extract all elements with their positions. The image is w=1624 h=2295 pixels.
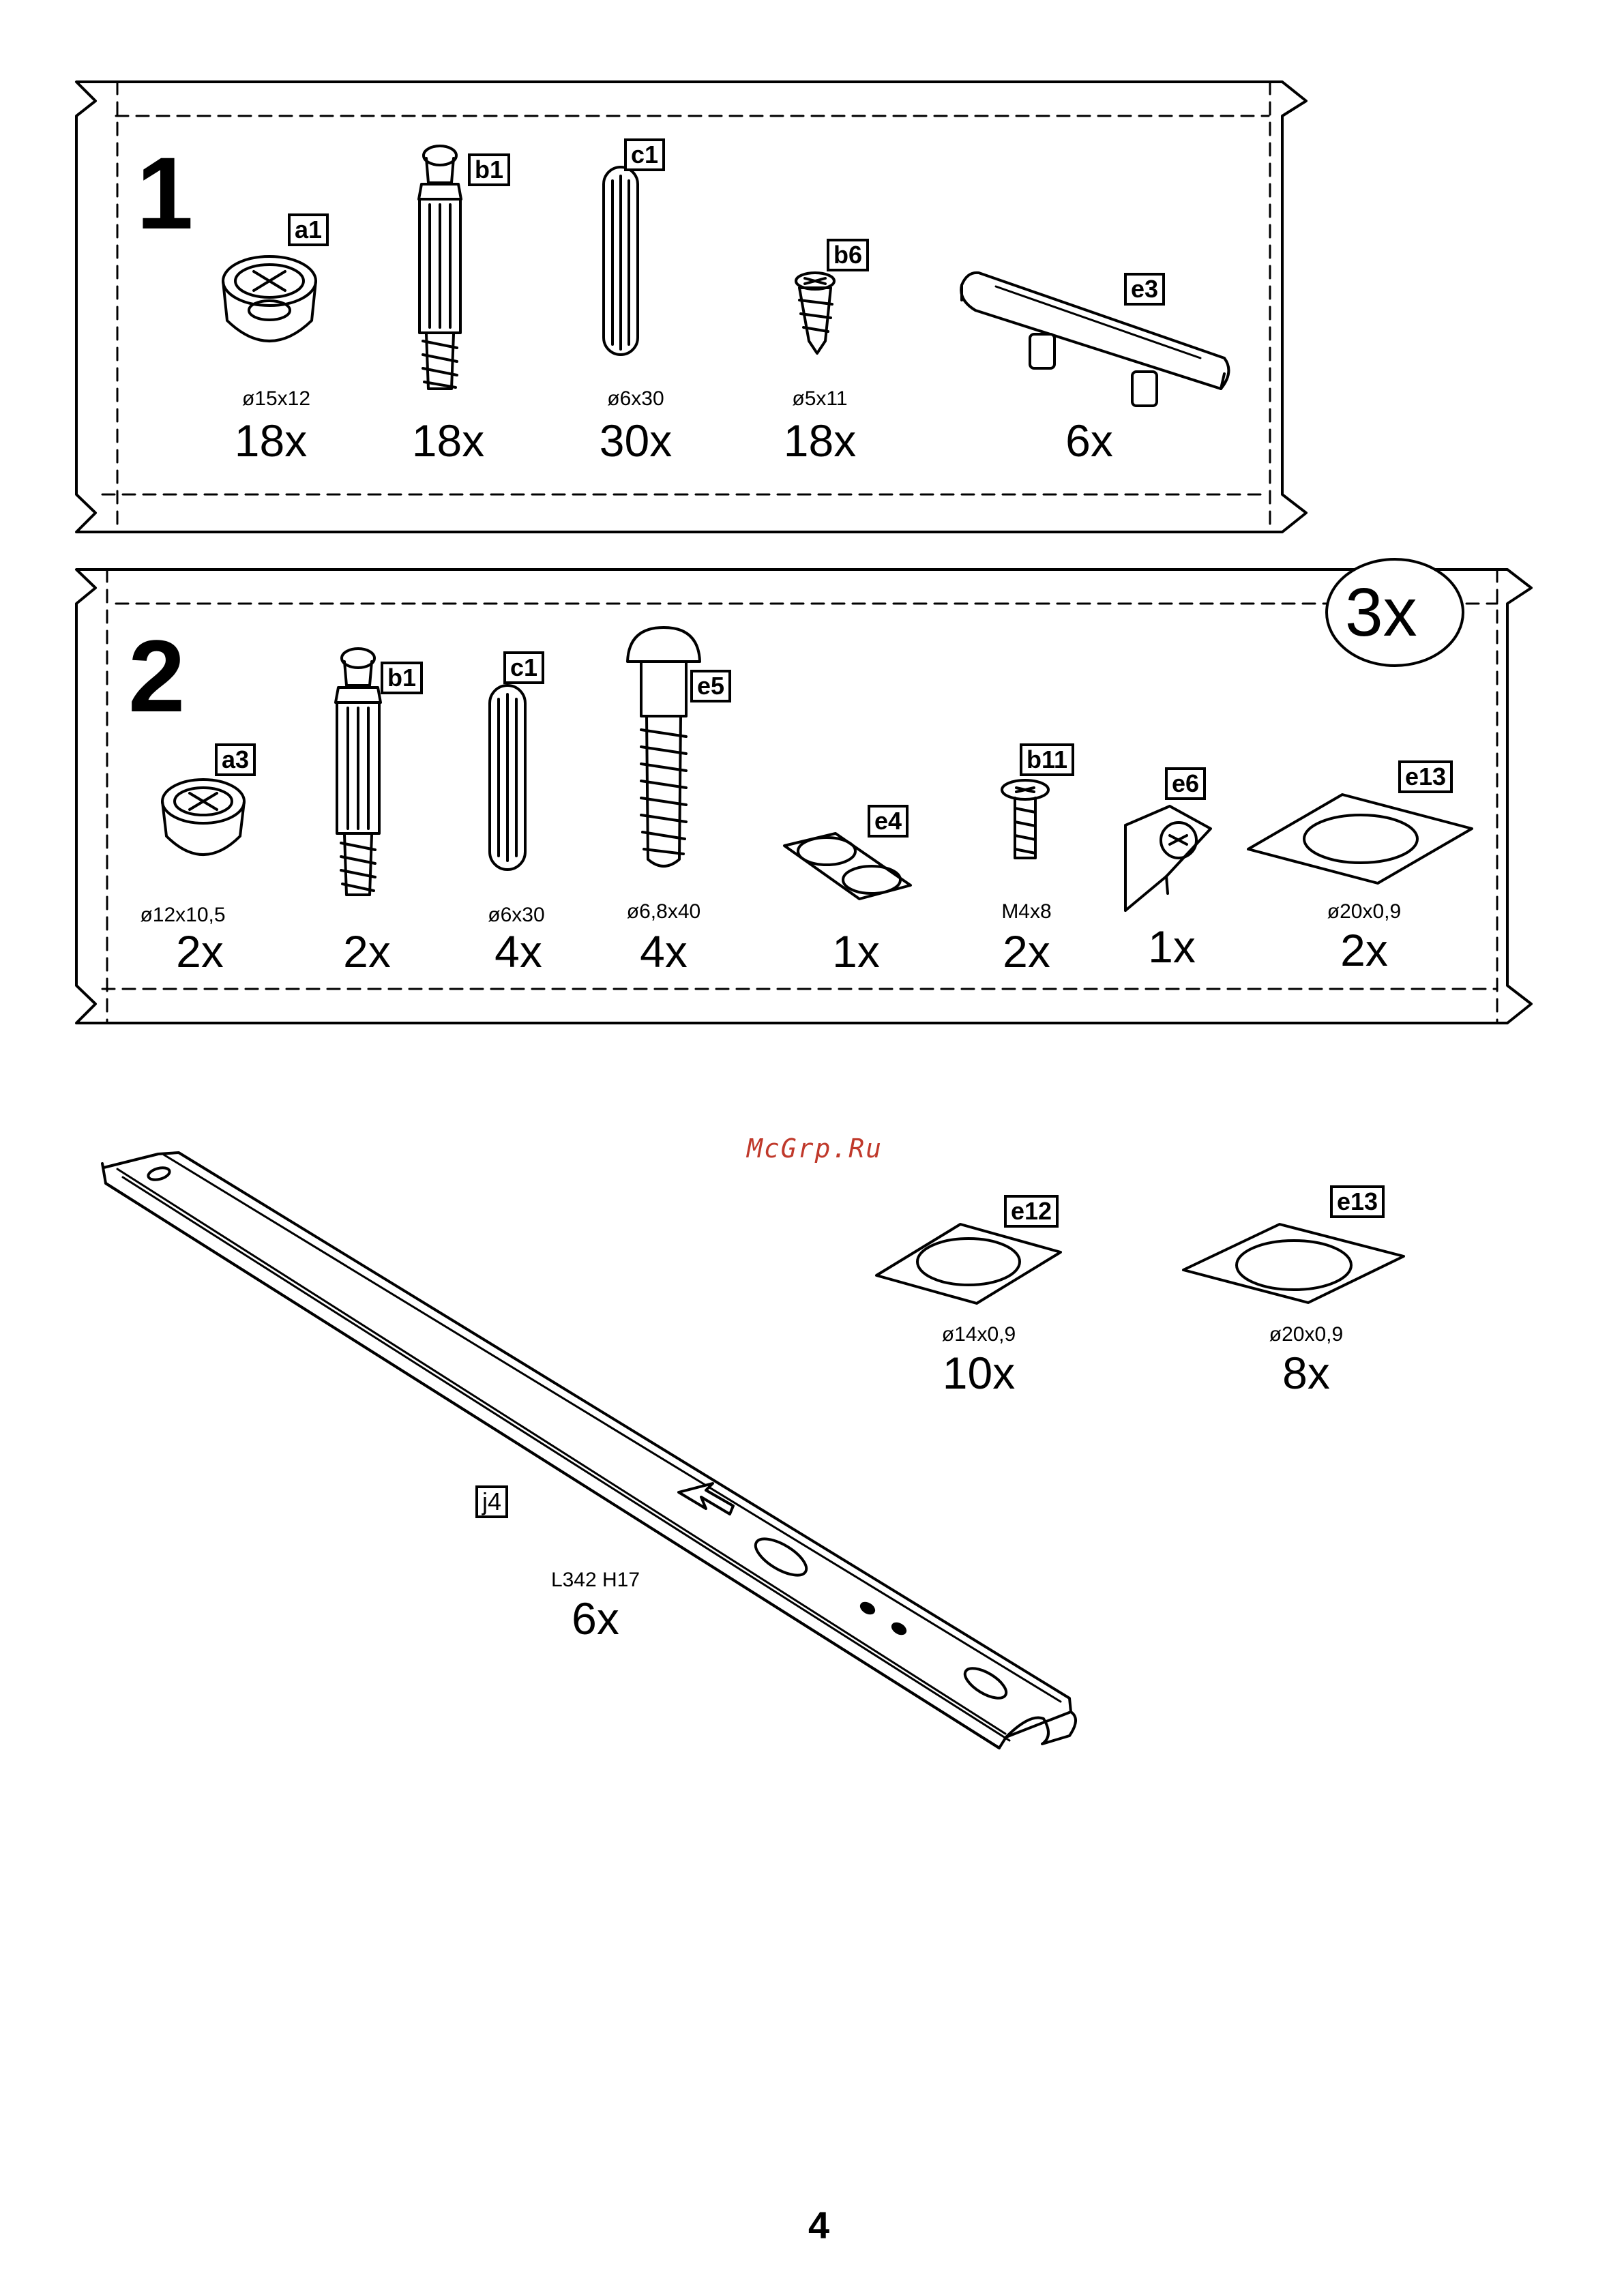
part-quantity: 18x [366, 415, 530, 467]
part-quantity: 4x [582, 926, 745, 977]
part-spec: M4x8 [945, 900, 1108, 923]
corner-bracket-icon [1125, 806, 1211, 910]
part-tag-c1: c1 [503, 651, 544, 684]
part-tag-e5: e5 [690, 670, 731, 702]
part-quantity: 2x [285, 926, 449, 977]
bumper-pads-icon [784, 833, 911, 899]
part-tag-e13: e13 [1330, 1185, 1385, 1218]
part-spec: ø6,8x40 [582, 900, 745, 923]
part-quantity: 2x [118, 926, 282, 977]
step-number: 2 [128, 625, 185, 727]
felt-pad-icon [1248, 795, 1472, 883]
part-quantity: 2x [945, 926, 1108, 977]
part-tag-b1: b1 [468, 153, 510, 186]
part-spec: ø5x11 [738, 387, 902, 411]
cam-bolt-icon [336, 649, 381, 895]
part-quantity: 30x [554, 415, 718, 467]
part-tag-c1: c1 [624, 138, 665, 171]
cam-lock-icon [223, 256, 316, 341]
part-tag-e6: e6 [1165, 767, 1206, 800]
part-tag-b1: b1 [381, 662, 423, 694]
watermark: McGrp.Ru [747, 1134, 883, 1164]
handle-icon [961, 273, 1228, 406]
part-quantity: 1x [774, 926, 938, 977]
part-quantity: 18x [189, 415, 353, 467]
part-spec: ø20x0,9 [1282, 900, 1446, 923]
part-spec: L342 H17 [514, 1569, 677, 1592]
felt-pad-icon [1183, 1224, 1404, 1303]
screw-icon [796, 273, 834, 353]
part-spec: ø6x30 [434, 904, 598, 927]
wooden-dowel-icon [604, 167, 638, 355]
part-quantity: 6x [1007, 415, 1171, 467]
part-tag-j4: j4 [475, 1485, 508, 1518]
machine-screw-icon [1002, 780, 1048, 858]
part-spec: ø14x0,9 [897, 1323, 1061, 1346]
cam-bolt-icon [419, 146, 461, 389]
part-quantity: 10x [897, 1347, 1061, 1399]
part-tag-b11: b11 [1020, 743, 1074, 776]
part-quantity: 4x [437, 926, 600, 977]
part-quantity: 6x [514, 1593, 677, 1644]
part-quantity: 2x [1282, 924, 1446, 976]
step-number: 1 [136, 142, 193, 244]
part-spec: ø6x30 [554, 387, 718, 411]
part-tag-e13: e13 [1398, 760, 1453, 793]
cam-lock-icon [162, 780, 244, 855]
bag-multiplier: 3x [1345, 578, 1417, 647]
part-tag-a1: a1 [288, 213, 329, 246]
part-quantity: 1x [1090, 921, 1254, 973]
part-spec: ø20x0,9 [1224, 1323, 1388, 1346]
part-tag-e4: e4 [868, 805, 909, 838]
felt-pad-icon [876, 1224, 1061, 1303]
wall-plug-icon [628, 627, 700, 866]
part-tag-b6: b6 [827, 239, 869, 271]
part-quantity: 18x [738, 415, 902, 467]
part-tag-e12: e12 [1004, 1195, 1059, 1228]
part-spec: ø15x12 [194, 387, 358, 411]
page-number: 4 [808, 2203, 829, 2247]
wooden-dowel-icon [490, 685, 525, 870]
part-spec: ø12x10,5 [101, 904, 265, 927]
part-tag-a3: a3 [215, 743, 256, 776]
part-tag-e3: e3 [1124, 273, 1165, 306]
part-quantity: 8x [1224, 1347, 1388, 1399]
